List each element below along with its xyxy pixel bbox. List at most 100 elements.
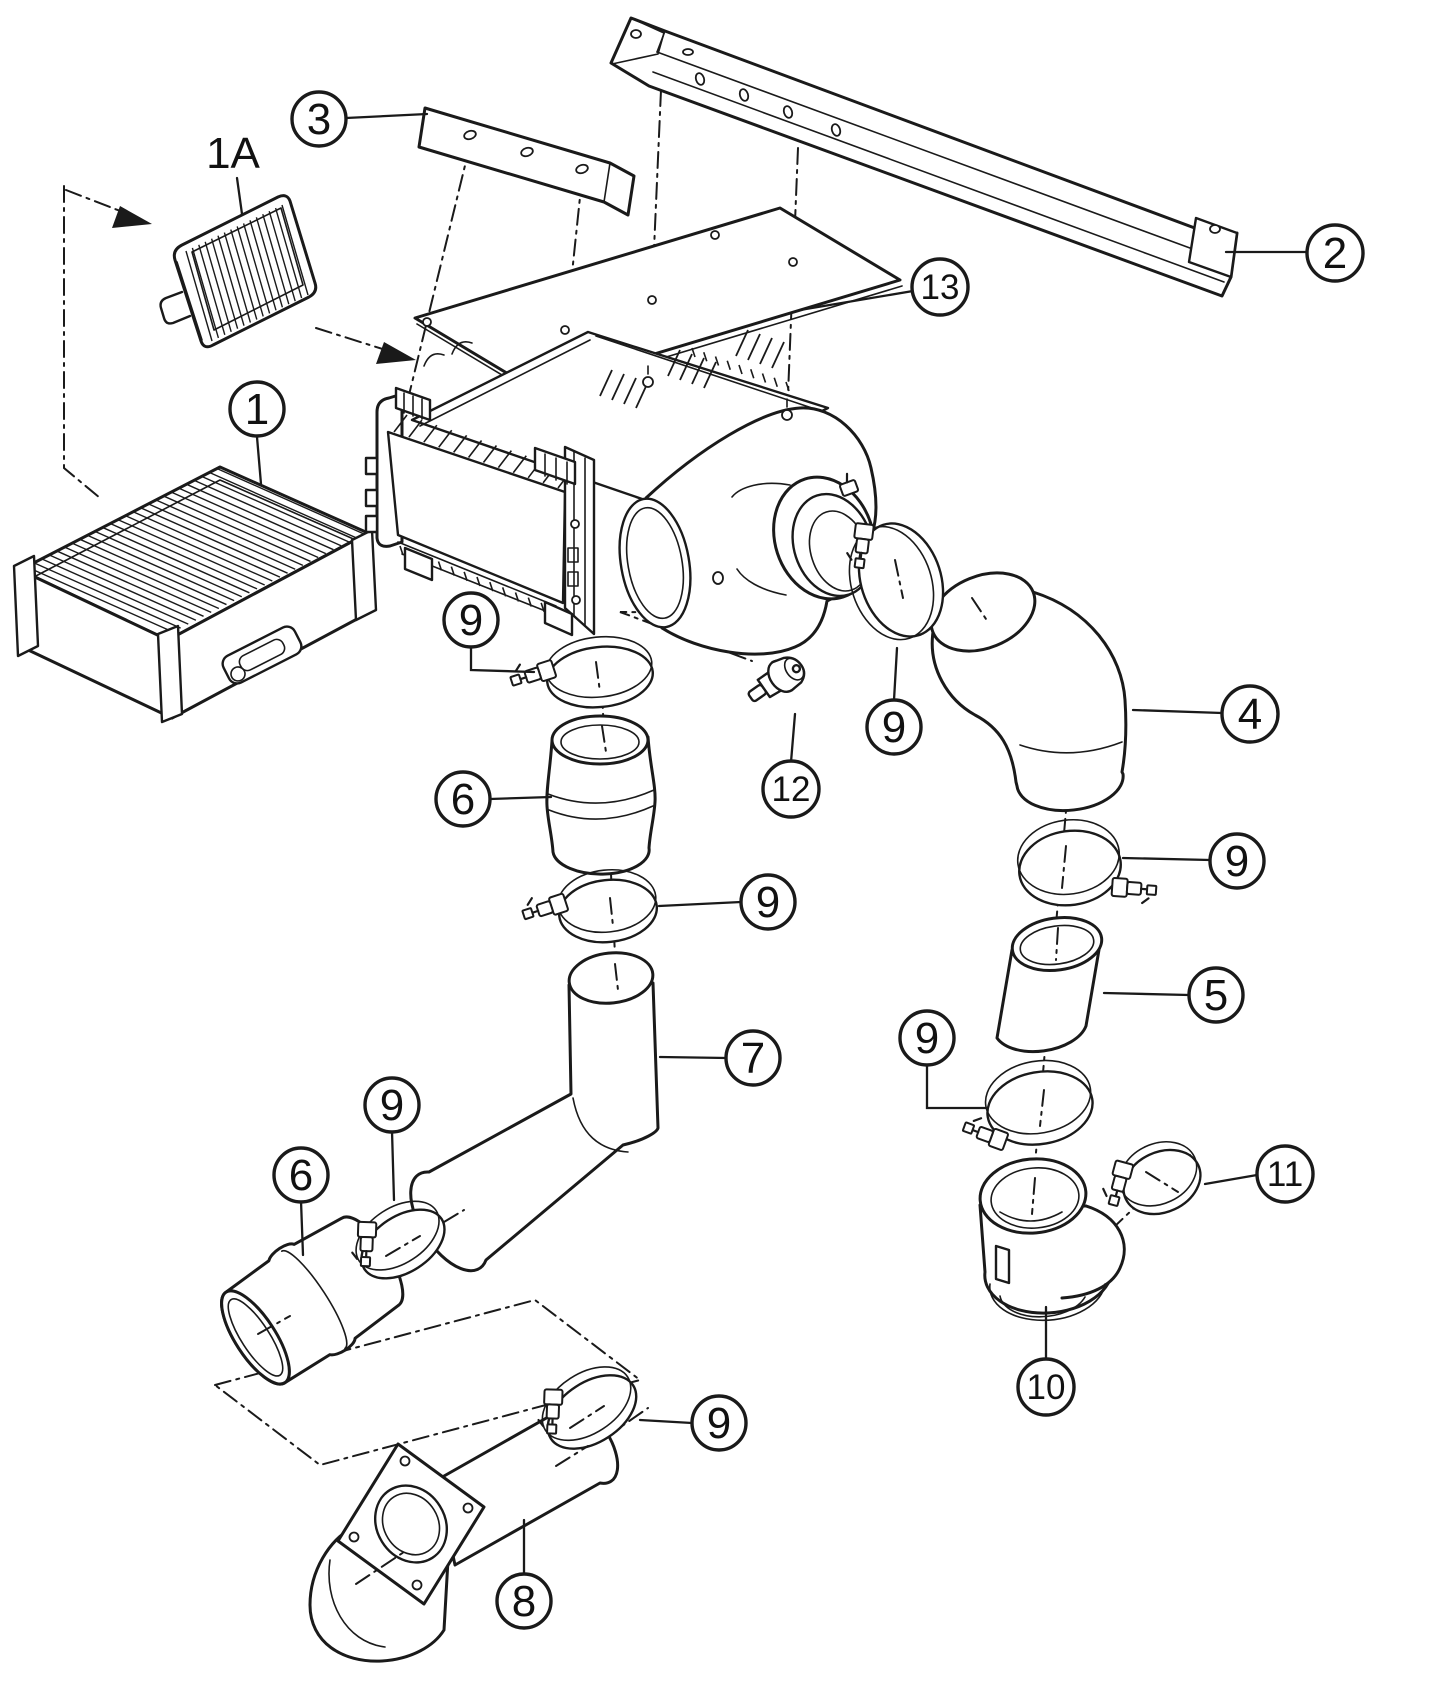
mounting-strip-bracket-3 — [417, 106, 636, 217]
callouts: 1A 3 2 13 1 9 9 — [206, 90, 1365, 1630]
callout-10-label: 10 — [1027, 1368, 1066, 1407]
callout-8-label: 8 — [512, 1577, 536, 1626]
callout-13: 13 — [798, 257, 970, 317]
filter-pleats — [26, 468, 365, 633]
elbow-duct-4 — [929, 571, 1128, 813]
callout-9d-bubble — [1208, 832, 1266, 890]
callout-5-bubble — [1187, 966, 1245, 1024]
callout-11: 11 — [1203, 1144, 1315, 1204]
callout-3: 3 — [290, 90, 429, 148]
hose-clamp-9g — [536, 1366, 638, 1450]
housing-foot — [403, 546, 434, 582]
callout-3-bubble — [290, 90, 348, 148]
installed-position-line — [63, 185, 101, 499]
filter-pleats — [185, 204, 309, 342]
bent-intake-pipe-7 — [409, 951, 660, 1273]
straight-hose-5 — [995, 916, 1104, 1054]
install-arrow-1-icon — [112, 206, 152, 228]
callout-10: 10 — [1016, 1305, 1076, 1417]
elbow-outlet-cup-10 — [978, 1157, 1126, 1322]
callout-2-label: 2 — [1323, 229, 1347, 278]
screw-post — [781, 409, 793, 421]
callout-9b-label: 9 — [882, 703, 906, 752]
callout-6b-bubble — [272, 1146, 330, 1204]
callout-13-label: 13 — [921, 268, 960, 307]
screw-post — [642, 376, 654, 388]
housing-front-panel — [386, 430, 567, 605]
callout-6a: 6 — [434, 770, 553, 828]
bracket3-dash-1 — [408, 144, 471, 396]
housing-rib-cluster — [667, 349, 717, 389]
hose-clamp-11 — [1098, 1141, 1202, 1216]
hose-clamp-9a — [506, 635, 655, 709]
install-arrow-2-icon — [376, 342, 416, 364]
callout-11-label: 11 — [1267, 1155, 1303, 1194]
callout-6b-label: 6 — [289, 1151, 313, 1200]
callout-9b-bubble — [865, 698, 923, 756]
callout-9f-bubble — [363, 1076, 421, 1134]
hose-clamp-9c — [518, 869, 659, 944]
callout-9c-label: 9 — [756, 878, 780, 927]
callout-1a-label: 1A — [206, 129, 260, 178]
hose-clamp-9f — [350, 1200, 446, 1280]
callout-9d: 9 — [1121, 832, 1266, 890]
callout-9a-bubble — [442, 591, 500, 649]
callout-5-label: 5 — [1204, 971, 1228, 1020]
axis-overlays — [257, 559, 1179, 1585]
callout-1-label: 1 — [245, 385, 269, 434]
callout-9c-bubble — [739, 873, 797, 931]
main-filter-element-1 — [12, 465, 378, 724]
callout-5: 5 — [1102, 966, 1245, 1024]
callout-1: 1 — [228, 380, 286, 486]
callout-9g-bubble — [690, 1394, 748, 1452]
callout-13-bubble — [910, 257, 970, 317]
callout-2: 2 — [1224, 223, 1365, 283]
callout-9e-bubble — [898, 1009, 956, 1067]
callout-1a: 1A — [206, 129, 261, 216]
callout-9f: 9 — [363, 1076, 421, 1202]
housing-foot — [543, 600, 574, 637]
callout-8: 8 — [495, 1518, 553, 1630]
callout-9e: 9 — [898, 1009, 988, 1110]
callout-8-bubble — [495, 1572, 553, 1630]
hose-clamp-9d — [1016, 818, 1158, 907]
rail2-dash-1 — [647, 89, 662, 387]
housing-teeth — [691, 347, 790, 392]
callout-9f-label: 9 — [380, 1081, 404, 1130]
alt-position-box — [212, 1298, 643, 1467]
air-cleaner-housing — [364, 329, 878, 656]
install-direction-line-2 — [315, 327, 393, 353]
callout-2-bubble — [1305, 223, 1365, 283]
callout-12-label: 12 — [772, 770, 811, 809]
callout-9c: 9 — [657, 873, 797, 931]
callout-4: 4 — [1131, 684, 1280, 744]
callout-7: 7 — [658, 1029, 782, 1087]
sensor-hole — [712, 571, 724, 585]
callout-10-bubble — [1016, 1357, 1076, 1417]
callout-12-bubble — [761, 759, 821, 819]
callout-6a-bubble — [434, 770, 492, 828]
callout-9g-label: 9 — [707, 1399, 731, 1448]
callout-4-label: 4 — [1238, 690, 1262, 739]
air-filter-panel-1a — [159, 194, 318, 349]
callout-6a-label: 6 — [451, 775, 475, 824]
callout-6b: 6 — [272, 1146, 330, 1257]
hose-connector-6a — [545, 714, 657, 876]
callout-1-bubble — [228, 380, 286, 438]
hose-clamp-9e — [959, 1059, 1094, 1152]
callout-9a-label: 9 — [459, 596, 483, 645]
callout-11-bubble — [1255, 1144, 1315, 1204]
callout-7-bubble — [724, 1029, 782, 1087]
callout-7-label: 7 — [741, 1034, 765, 1083]
filter-handle — [221, 625, 303, 685]
long-angle-rail-2 — [609, 16, 1239, 298]
port-screw — [838, 472, 860, 497]
callout-3-label: 3 — [307, 95, 331, 144]
install-direction-line-1 — [65, 189, 129, 215]
hose-clamp-9b — [844, 521, 945, 641]
callout-9d-label: 9 — [1225, 837, 1249, 886]
housing-center-post — [563, 445, 596, 636]
callout-4-bubble — [1220, 684, 1280, 744]
callout-12: 12 — [761, 712, 821, 819]
